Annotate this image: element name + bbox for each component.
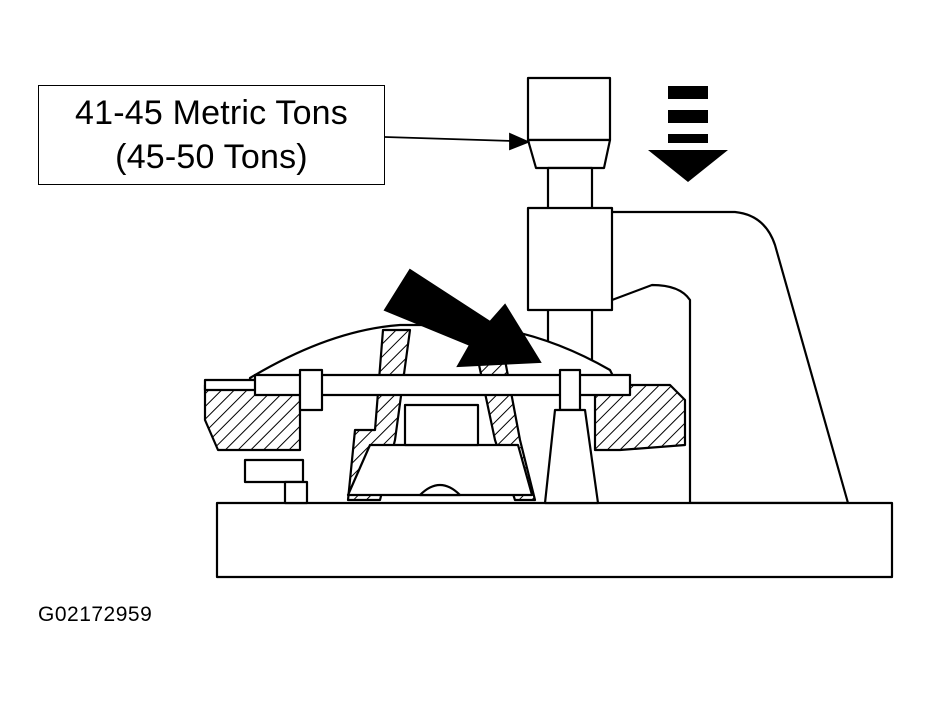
- inner-cup-notch: [418, 483, 462, 497]
- pointer-arrow-icon: [383, 268, 542, 368]
- rivet-plate: [253, 373, 632, 397]
- support-anvil: [543, 408, 600, 505]
- figure-id-label: G02172959: [38, 603, 153, 626]
- downward-force-arrow-icon: [648, 86, 728, 182]
- right-flange: [593, 383, 687, 452]
- left-clamp-foot: [283, 480, 309, 505]
- inner-cup-top: [403, 403, 480, 447]
- press-frame: [608, 210, 850, 505]
- rivet-right: [558, 368, 582, 412]
- press-ram-taper: [526, 138, 612, 170]
- press-ram-block: [526, 206, 614, 312]
- load-callout-box: 41-45 Metric Tons (45-50 Tons): [38, 85, 385, 185]
- load-tons-label: (45-50 Tons): [115, 138, 308, 176]
- press-ram-cylinder: [526, 76, 612, 142]
- left-clamp: [243, 458, 305, 484]
- callout-leader: [384, 132, 531, 151]
- load-metric-tons-label: 41-45 Metric Tons: [74, 94, 348, 132]
- rivet-left: [298, 368, 324, 412]
- press-ram-neck: [546, 166, 594, 214]
- base-plate: [215, 501, 894, 579]
